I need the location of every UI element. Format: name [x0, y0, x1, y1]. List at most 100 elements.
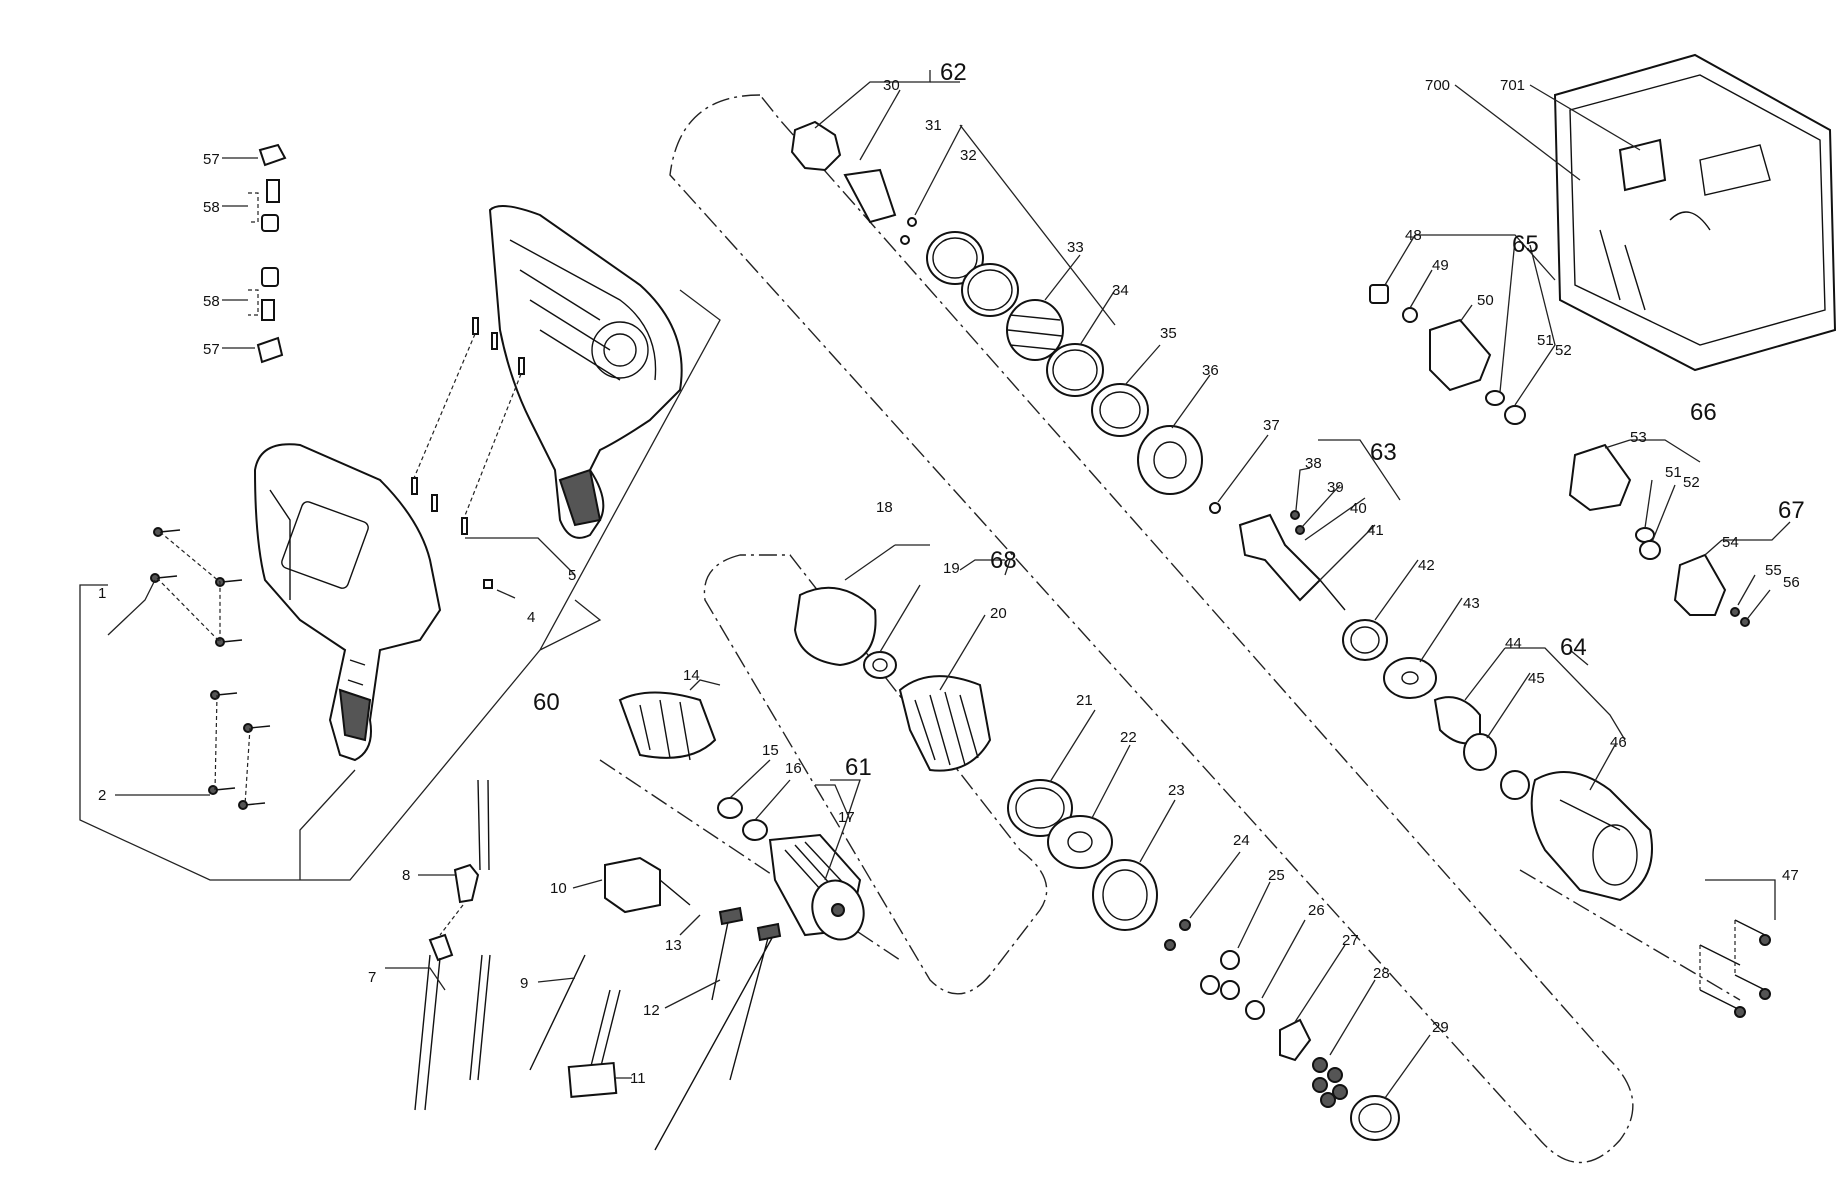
label-17: 17 [838, 809, 855, 826]
part-number-labels: 1 2 4 5 7 8 9 10 11 12 13 14 15 16 17 18… [98, 59, 1805, 1087]
cord-plug [428, 933, 454, 962]
label-39: 39 [1327, 479, 1344, 496]
label-12: 12 [643, 1002, 660, 1019]
small-part-4 [483, 579, 493, 589]
label-43: 43 [1463, 595, 1480, 612]
label-9: 9 [520, 975, 528, 992]
label-27: 27 [1342, 932, 1359, 949]
label-44: 44 [1505, 635, 1522, 652]
label-40: 40 [1350, 500, 1367, 517]
washer-33a [926, 231, 984, 285]
label-63: 63 [1370, 439, 1397, 466]
label-31: 31 [925, 117, 942, 134]
motor-field-armature [618, 691, 865, 941]
anvil-53 [1568, 443, 1632, 512]
label-7: 7 [368, 969, 376, 986]
housing-right-half [488, 205, 683, 539]
washer-33b [961, 263, 1019, 317]
label-64: 64 [1560, 634, 1587, 661]
washer-35 [1046, 343, 1104, 397]
label-61: 61 [845, 754, 872, 781]
label-58a: 58 [203, 199, 220, 216]
carrying-case [1553, 53, 1837, 372]
bearing-15 [717, 797, 743, 819]
label-13: 13 [665, 937, 682, 954]
label-30: 30 [883, 77, 900, 94]
wire-9 [529, 954, 586, 1071]
ball-49 [1402, 307, 1418, 323]
label-5: 5 [568, 567, 576, 584]
ball-32 [900, 235, 910, 245]
axis-line-front [1519, 869, 1741, 1001]
label-53: 53 [1630, 429, 1647, 446]
label-51a: 51 [1537, 332, 1554, 349]
alignment-pins [411, 317, 525, 589]
label-48: 48 [1405, 227, 1422, 244]
label-65: 65 [1512, 231, 1539, 258]
label-52a: 52 [1555, 342, 1572, 359]
motor-housing-20 [898, 675, 992, 772]
label-21: 21 [1076, 692, 1093, 709]
label-11: 11 [630, 1070, 646, 1087]
ring-21 [1007, 779, 1073, 837]
label-68: 68 [990, 547, 1017, 574]
label-2: 2 [98, 787, 106, 804]
label-37: 37 [1263, 417, 1280, 434]
anvil-50 [1429, 318, 1492, 392]
adapter-48 [1369, 284, 1389, 304]
label-62: 62 [940, 59, 967, 86]
spring-34 [1006, 299, 1064, 361]
label-20: 20 [990, 605, 1007, 622]
insert-701 [1618, 138, 1667, 192]
spindle-front-parts [1238, 510, 1771, 1018]
label-32: 32 [960, 147, 977, 164]
label-22: 22 [1120, 729, 1137, 746]
label-1: 1 [98, 585, 106, 602]
label-46: 46 [1610, 734, 1627, 751]
leader-lines [79, 70, 1791, 1099]
label-23: 23 [1168, 782, 1185, 799]
motor-group-outline [703, 554, 1048, 995]
field-stator [618, 691, 717, 759]
label-47: 47 [1782, 867, 1799, 884]
label-41: 41 [1367, 522, 1384, 539]
label-51b: 51 [1665, 464, 1682, 481]
gear-25 [1220, 950, 1240, 970]
lower-gear-train [1007, 779, 1400, 1141]
label-38: 38 [1305, 455, 1322, 472]
baffle-plate [793, 586, 877, 667]
label-34: 34 [1112, 282, 1129, 299]
carbon-brush-set [248, 143, 287, 364]
label-25: 25 [1268, 867, 1285, 884]
label-33: 33 [1067, 239, 1084, 256]
label-28: 28 [1373, 965, 1390, 982]
label-14: 14 [683, 667, 700, 684]
label-701: 701 [1500, 77, 1525, 94]
label-26: 26 [1308, 902, 1325, 919]
label-29: 29 [1432, 1019, 1449, 1036]
motor-group-parts [793, 586, 992, 772]
label-54: 54 [1722, 534, 1739, 551]
label-700: 700 [1425, 77, 1450, 94]
label-56: 56 [1783, 574, 1800, 591]
capacitor [567, 1061, 618, 1098]
gear-26 [1245, 1000, 1265, 1020]
label-16: 16 [785, 760, 802, 777]
housing-screws [150, 527, 271, 810]
oring-45a [1463, 733, 1497, 771]
label-45: 45 [1528, 670, 1545, 687]
label-66: 66 [1690, 399, 1717, 426]
ring-29 [1350, 1095, 1400, 1141]
clutch-37 [1137, 425, 1203, 495]
cord-guard [453, 863, 480, 904]
gear-30 [790, 120, 842, 172]
label-19: 19 [943, 560, 960, 577]
axis-line-main [599, 759, 901, 961]
label-58b: 58 [203, 293, 220, 310]
electrical-parts [414, 779, 782, 1151]
label-18: 18 [876, 499, 893, 516]
label-36: 36 [1202, 362, 1219, 379]
label-57a: 57 [203, 151, 220, 168]
label-15: 15 [762, 742, 779, 759]
